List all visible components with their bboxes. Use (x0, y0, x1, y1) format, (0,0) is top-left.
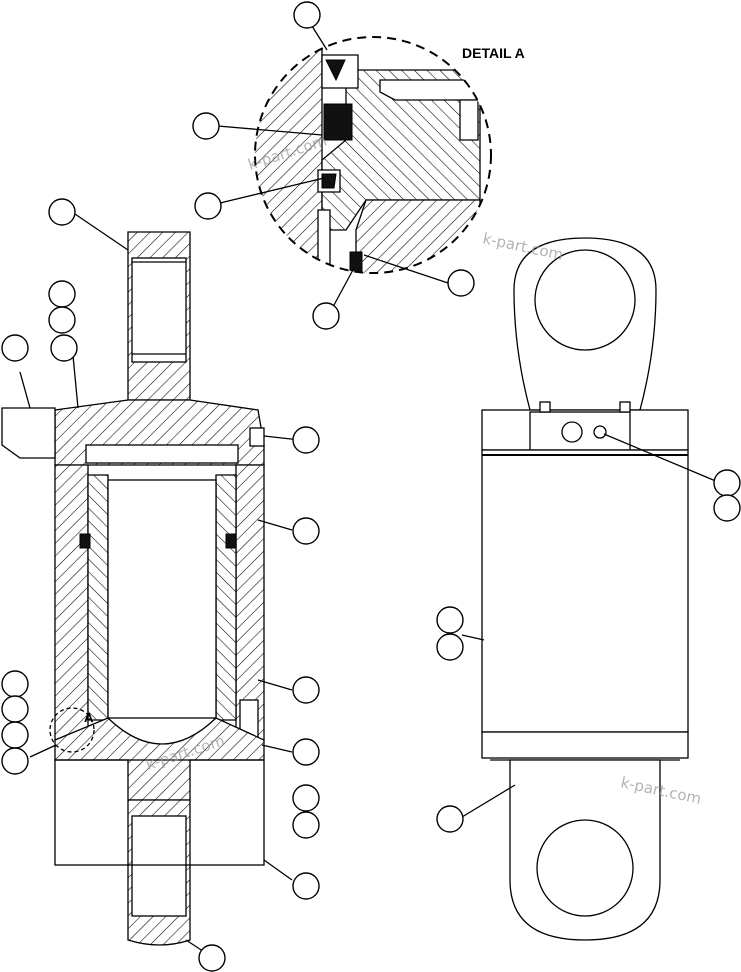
callout-side-bolts (436, 805, 464, 833)
detail-a-title: DETAIL A (462, 45, 525, 61)
callout-gland-2 (292, 811, 320, 839)
detail-a-marker: A (84, 710, 94, 725)
callout-detail-seal-1 (192, 112, 220, 140)
cylinder-external-view (481, 237, 689, 941)
callout-side-barrel-1 (436, 606, 464, 634)
detail-a-view: DETAIL A (254, 36, 525, 274)
callout-side-fitting-1 (713, 469, 741, 497)
callout-side-fitting-2 (713, 494, 741, 522)
callout-detail-bottom-left (312, 302, 340, 330)
cylinder-section-view: A (1, 231, 265, 946)
callout-lower-left-1 (1, 670, 29, 698)
callout-gland-bolt (292, 738, 320, 766)
callout-bottom-eye (198, 944, 226, 972)
callout-lower-left-2 (1, 695, 29, 723)
callout-piston (292, 676, 320, 704)
callout-detail-top (293, 1, 321, 29)
callout-lower-left-4 (1, 747, 29, 775)
callout-port-plug (292, 426, 320, 454)
callout-gland-1 (292, 784, 320, 812)
callout-detail-seal-2 (194, 192, 222, 220)
callout-rod-eye-top (48, 198, 76, 226)
callout-side-barrel-2 (436, 633, 464, 661)
callout-left-2 (48, 306, 76, 334)
callout-detail-bottom-right (447, 269, 475, 297)
callout-left-3 (50, 334, 78, 362)
callout-lower-left-3 (1, 721, 29, 749)
callout-barrel (292, 517, 320, 545)
callout-left-1 (48, 280, 76, 308)
callout-guard (292, 872, 320, 900)
callout-bracket (1, 334, 29, 362)
